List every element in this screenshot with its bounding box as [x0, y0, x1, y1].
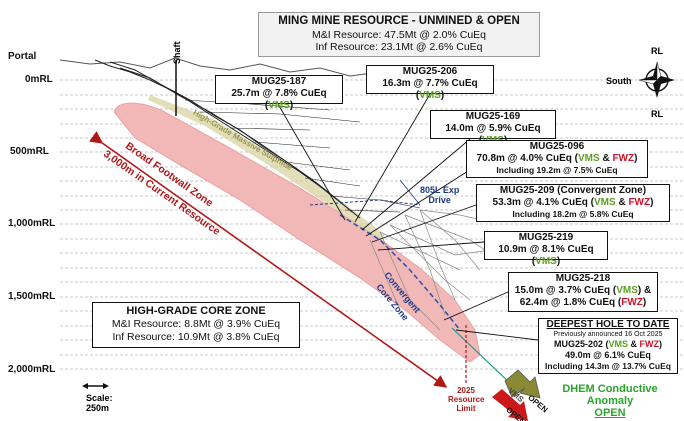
callout-209-including: Including 18.2m @ 5.8% CuEq — [512, 209, 634, 219]
core-zone-mi-line: M&I Resource: 8.8Mt @ 3.9% CuEq — [111, 318, 281, 331]
deepest-hole-vms: VMS — [608, 339, 629, 350]
callout-218-value-2: 62.4m @ 1.8% CuEq ( — [519, 297, 622, 308]
callout-mug25-209: MUG25-209 (Convergent Zone) 53.3m @ 4.1%… — [476, 184, 670, 222]
resource-limit-limit: Limit — [456, 403, 476, 413]
callout-209-close: ) — [650, 197, 654, 208]
callout-169-name: MUG25-169 — [465, 111, 521, 122]
callout-206-name: MUG25-206 — [402, 66, 458, 77]
callout-218-fwz: FWZ — [621, 297, 643, 308]
deepest-hole-title: DEEPEST HOLE TO DATE — [546, 319, 670, 330]
deepest-hole-including: Including 14.3m @ 13.7% CuEq — [545, 360, 671, 371]
callout-219-vms: VMS — [535, 256, 557, 267]
callout-209-value: 53.3m @ 4.1% CuEq ( — [492, 197, 594, 208]
open-arrow-icon — [492, 389, 528, 421]
callout-096-fwz: FWZ — [612, 153, 635, 164]
dhem-label-3: OPEN — [594, 407, 626, 420]
callout-096-value: 70.8m @ 4.0% CuEq ( — [476, 153, 578, 164]
callout-218-name: MUG25-218 — [555, 273, 611, 284]
resource-limit-label: 2025 Resource Limit — [448, 386, 485, 413]
scale-label-title: Scale: — [86, 393, 113, 403]
resource-limit-word: Resource — [448, 394, 485, 404]
exp-drive-label: 805L Exp Drive — [420, 185, 459, 206]
core-zone-box: HIGH-GRADE CORE ZONE M&I Resource: 8.8Mt… — [92, 302, 300, 348]
callout-187-vms: VMS — [268, 100, 290, 111]
callout-mug25-219: MUG25-219 10.9m @ 8.1% CuEq (VMS) — [484, 231, 608, 267]
deepest-hole-value: 49.0m @ 6.1% CuEq — [565, 350, 651, 361]
level-1000-label: 1,000mRL — [8, 218, 56, 229]
callout-219-close: ) — [556, 256, 561, 267]
callout-096-amp: & — [599, 153, 613, 164]
deepest-hole-note: Previously announced 16 Oct 2025 — [553, 331, 663, 338]
compass-icon — [638, 61, 675, 98]
deepest-hole-fwz: FWZ — [639, 339, 660, 350]
callout-187-close: ) — [289, 100, 294, 111]
core-zone-inf-line: Inf Resource: 10.9Mt @ 3.8% CuEq — [112, 330, 280, 343]
callout-096-close: ) — [634, 153, 638, 164]
callout-mug25-187: MUG25-187 25.7m @ 7.8% CuEq (VMS) — [215, 75, 343, 111]
compass-south: South — [606, 76, 632, 86]
exp-drive-label-2: Drive — [428, 195, 451, 206]
callout-206-vms: VMS — [419, 90, 441, 101]
callout-leaders — [277, 93, 539, 341]
scale-label-value: 250m — [86, 403, 110, 414]
dhem-label-1: DHEM Conductive — [562, 383, 658, 395]
callout-209-fwz: FWZ — [628, 197, 651, 208]
deepest-hole-close: ) — [659, 339, 663, 350]
callout-deepest-hole: DEEPEST HOLE TO DATE Previously announce… — [538, 318, 678, 374]
callout-096-vms: VMS — [578, 153, 600, 164]
dhem-label-2: Anomaly — [586, 395, 634, 408]
callout-187-value: 25.7m @ 7.8% CuEq ( — [231, 88, 327, 111]
callout-mug25-206: MUG25-206 16.3m @ 7.7% CuEq (VMS) — [366, 65, 494, 101]
shaft-label: Shaft — [172, 41, 182, 65]
dhem-anomaly-label: DHEM Conductive Anomaly OPEN — [550, 383, 670, 419]
callout-096-including: Including 19.2m @ 7.5% CuEq — [496, 165, 618, 175]
vms-arrow-icon — [504, 369, 541, 399]
callout-187-name: MUG25-187 — [251, 76, 307, 87]
exp-drive-label-1: 805L Exp — [420, 185, 460, 195]
footwall-extent-arrow — [89, 131, 448, 388]
deepest-hole-amp: & — [628, 339, 640, 350]
callout-mug25-096: MUG25-096 70.8m @ 4.0% CuEq (VMS & FWZ) … — [466, 140, 648, 178]
callout-mug25-218: MUG25-218 15.0m @ 3.7% CuEq (VMS) & 62.4… — [508, 272, 658, 312]
compass-rl-top: RL — [651, 46, 663, 56]
callout-096-name: MUG25-096 — [529, 141, 585, 152]
surface-line — [59, 57, 421, 79]
level-2000-label: 2,000mRL — [8, 364, 56, 375]
level-0-label: 0mRL — [25, 74, 53, 85]
callout-219-name: MUG25-219 — [518, 232, 574, 243]
deepest-hole-name: MUG25-202 ( — [553, 339, 609, 350]
callout-218-vms: VMS — [616, 285, 638, 296]
scale-label: Scale: 250m — [86, 393, 113, 414]
resource-summary-box: MING MINE RESOURCE - UNMINED & OPEN M&I … — [258, 12, 540, 57]
callout-219-value: 10.9m @ 8.1% CuEq ( — [498, 244, 594, 267]
callout-218-close-2: ) — [642, 297, 647, 308]
core-zone-title: HIGH-GRADE CORE ZONE — [126, 305, 266, 317]
callout-218-value: 15.0m @ 3.7% CuEq ( — [514, 285, 617, 296]
callout-209-amp: & — [615, 197, 629, 208]
callout-mug25-169: MUG25-169 14.0m @ 5.9% CuEq (VMS) — [430, 110, 556, 146]
callout-206-close: ) — [440, 90, 445, 101]
callout-209-vms: VMS — [594, 197, 616, 208]
scale-bar-icon — [82, 383, 109, 389]
level-500-label: 500mRL — [10, 146, 49, 157]
mi-resource-line: M&I Resource: 47.5Mt @ 2.0% CuEq — [311, 28, 487, 41]
portal-label: Portal — [8, 51, 37, 62]
projection-line — [451, 327, 513, 386]
resource-limit-year: 2025 — [457, 386, 475, 395]
resource-summary-title: MING MINE RESOURCE - UNMINED & OPEN — [278, 15, 520, 27]
callout-218-close-1: ) & — [637, 285, 652, 296]
inf-resource-line: Inf Resource: 23.1Mt @ 2.6% CuEq — [315, 41, 483, 54]
callout-206-value: 16.3m @ 7.7% CuEq ( — [382, 78, 478, 101]
callout-209-name: MUG25-209 (Convergent Zone) — [499, 185, 647, 196]
level-1500-label: 1,500mRL — [8, 291, 56, 302]
compass-rl-bottom: RL — [651, 109, 663, 119]
